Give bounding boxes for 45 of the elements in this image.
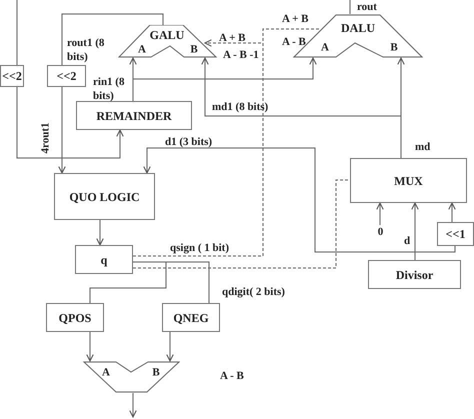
block-box: REMAINDER bbox=[76, 101, 192, 130]
edge-label: 4rout1 bbox=[38, 122, 52, 154]
edge-label: qsign ( 1 bit) bbox=[170, 241, 229, 255]
signal-arrow bbox=[397, 57, 405, 158]
input-port-label: A bbox=[102, 368, 110, 378]
edge-label: d bbox=[404, 234, 410, 248]
signal-arrow bbox=[132, 57, 317, 102]
block-box: QUO LOGIC bbox=[54, 173, 155, 220]
edge-label: md1 (8 bits) bbox=[212, 100, 268, 114]
signal-arrow bbox=[58, 86, 66, 174]
signal-arrow bbox=[129, 392, 137, 418]
operation-label: A - B -1 bbox=[223, 50, 259, 61]
block-box: Divisor bbox=[368, 260, 461, 289]
input-port-label: A bbox=[321, 42, 329, 54]
input-port-label: B bbox=[152, 368, 160, 378]
signal-arrow bbox=[166, 332, 174, 362]
operation-label: A + B bbox=[219, 33, 246, 44]
alu-title: DALU bbox=[341, 22, 375, 34]
input-port-label: B bbox=[390, 42, 398, 54]
input-port-label: B bbox=[190, 44, 198, 56]
signal-arrow bbox=[448, 202, 456, 222]
edge-label: qdigit( 2 bits) bbox=[222, 285, 285, 299]
signal-arrow bbox=[376, 202, 384, 226]
input-port-label: A bbox=[138, 44, 146, 56]
edge-label: rout1 (8 bits) bbox=[67, 36, 106, 64]
operation-label: A + B bbox=[282, 14, 308, 25]
dashed-control-line bbox=[132, 180, 350, 268]
edge-label: d1 (3 bits) bbox=[165, 135, 212, 149]
alu-title: GALU bbox=[150, 29, 184, 41]
block-box: QNEG bbox=[162, 303, 220, 332]
operation-label: A - B bbox=[282, 37, 306, 48]
signal-arrow bbox=[96, 220, 104, 246]
signal-arrow bbox=[86, 332, 94, 362]
signal-arrow bbox=[16, 86, 124, 158]
edge-label: rout bbox=[357, 0, 377, 14]
block-box: <<1 bbox=[437, 222, 474, 246]
block-box: q bbox=[75, 245, 133, 274]
edge-label: rin1 (8 bits) bbox=[93, 75, 126, 103]
block-box: QPOS bbox=[46, 303, 104, 332]
constant-input-label: 0 bbox=[375, 225, 386, 239]
edge-label: md bbox=[415, 140, 430, 154]
block-box: MUX bbox=[350, 158, 467, 203]
operation-label: A - B bbox=[220, 371, 244, 382]
block-box: <<2 bbox=[0, 65, 24, 87]
block-box: <<2 bbox=[47, 65, 86, 87]
